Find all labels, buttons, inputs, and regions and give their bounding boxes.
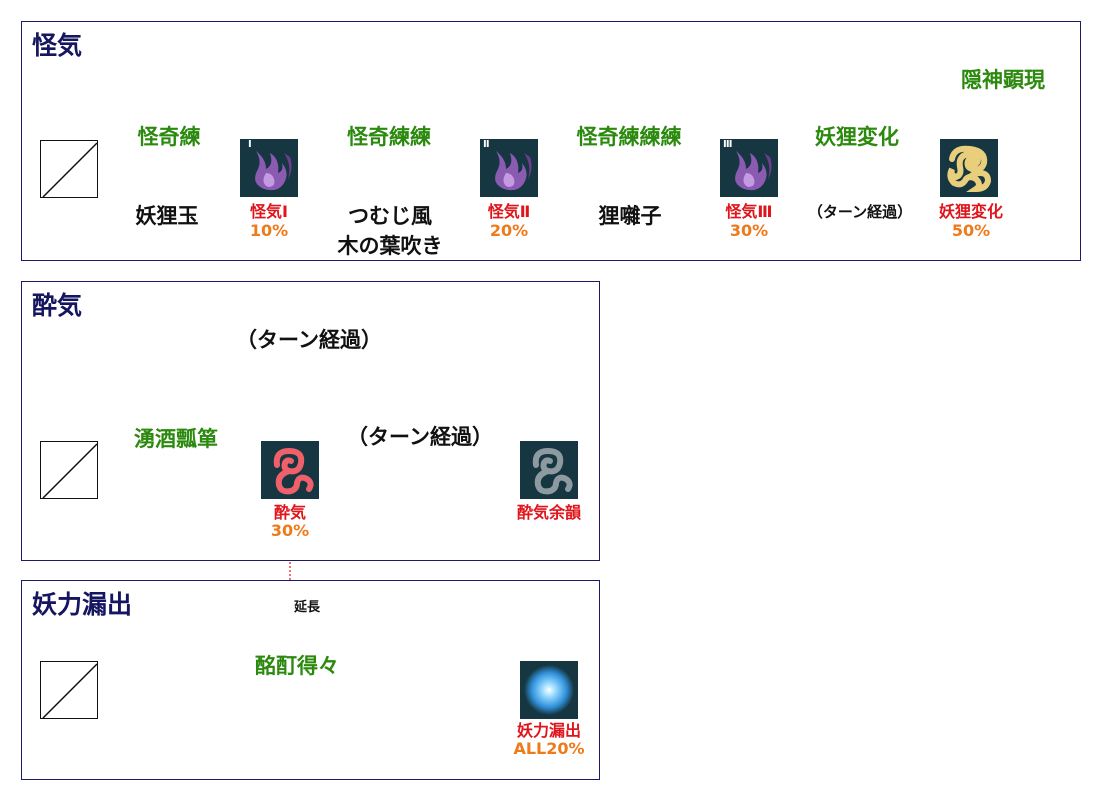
pink-swirl-icon	[261, 441, 319, 499]
kaiki-3-icon: Ⅲ	[720, 139, 778, 197]
stage-name: 怪気Ⅲ	[725, 202, 773, 221]
stage-roman-numeral: Ⅱ	[483, 139, 490, 150]
stage-value: ALL20%	[513, 739, 585, 758]
stage-roman-numeral: Ⅲ	[723, 139, 733, 150]
stage-name: 怪気Ⅱ	[487, 202, 531, 221]
gold-swirl-icon	[940, 139, 998, 197]
panel-kaiki: 怪気	[21, 21, 1081, 261]
transition-label: 妖狸変化	[815, 125, 899, 149]
stage-name: 酔気	[273, 503, 307, 522]
transition-label: 怪奇練練練	[576, 125, 682, 149]
source-label: 妖狸玉	[135, 204, 199, 228]
stage-name: 妖狸変化	[938, 202, 1004, 221]
source-label: 木の葉吹き	[337, 234, 443, 258]
stage-roman-numeral: Ⅰ	[248, 139, 252, 150]
empty-state-box	[40, 661, 98, 719]
stage-value: 50%	[951, 221, 991, 240]
stage-name: 酔気余韻	[516, 503, 582, 522]
blue-orb-icon	[520, 661, 578, 719]
transition-label: 酩酊得々	[255, 654, 339, 678]
transition-label: 怪奇練	[137, 125, 201, 149]
transition-label: 怪奇練練	[347, 125, 431, 149]
kaiki-2-icon: Ⅱ	[480, 139, 538, 197]
source-label: つむじ風	[348, 204, 432, 228]
stage-value: 10%	[249, 221, 289, 240]
empty-state-box	[40, 140, 98, 198]
loop-label: （ターン経過）	[236, 328, 382, 352]
stage-name: 妖力漏出	[516, 721, 582, 740]
stage-value: 30%	[270, 521, 310, 540]
panel-yoryoku: 妖力漏出	[21, 580, 600, 780]
extend-label: 延長	[293, 600, 321, 615]
top-transition-label: 隠神顕現	[961, 68, 1045, 92]
empty-state-box	[40, 441, 98, 499]
stage-name: 怪気Ⅰ	[250, 202, 288, 221]
kaiki-1-icon: Ⅰ	[240, 139, 298, 197]
source-label: （ターン経過）	[807, 203, 913, 221]
panel-title: 酔気	[32, 291, 83, 320]
panel-title: 怪気	[32, 31, 83, 60]
panel-suiki: 酔気	[21, 281, 600, 561]
transition-label: 湧酒瓢箪	[134, 427, 218, 451]
panel-title: 妖力漏出	[32, 590, 133, 619]
source-label: 狸囃子	[598, 204, 662, 228]
stage-value: 30%	[729, 221, 769, 240]
gray-swirl-icon	[520, 441, 578, 499]
stage-value: 20%	[489, 221, 529, 240]
transition-label: （ターン経過）	[347, 425, 493, 449]
